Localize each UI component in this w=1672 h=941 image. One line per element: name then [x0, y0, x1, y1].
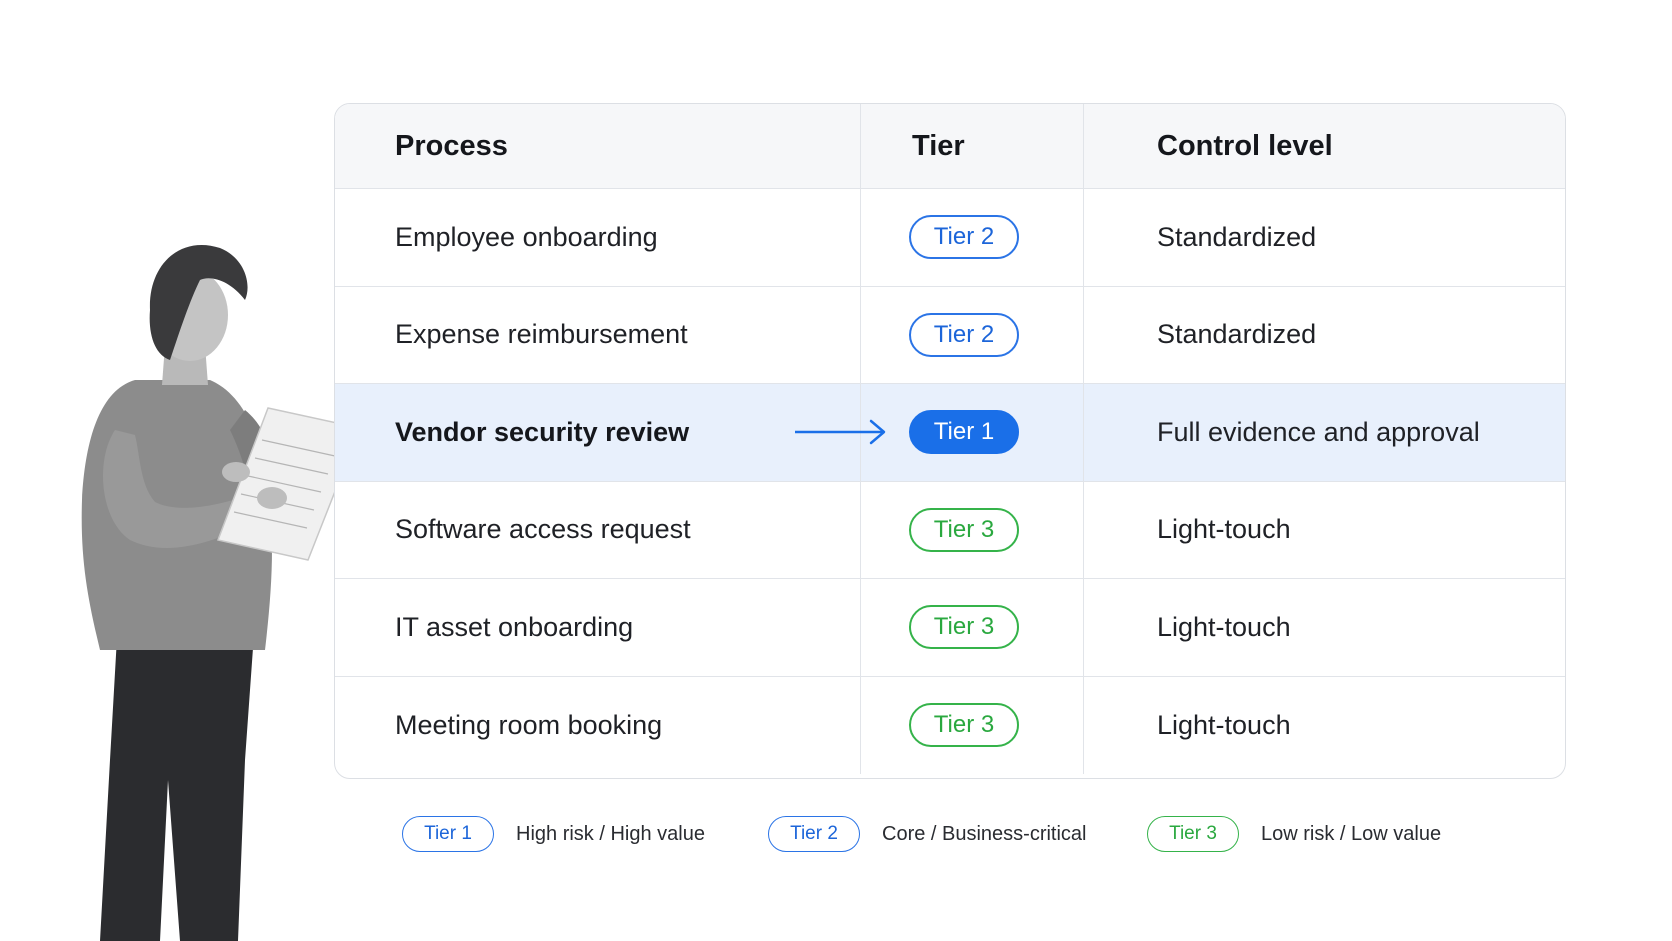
table-row: Software access request Tier 3 Light-tou… — [335, 481, 1565, 579]
table-row: IT asset onboarding Tier 3 Light-touch — [335, 579, 1565, 677]
process-name: Vendor security review — [395, 416, 690, 447]
header-process-cell: Process — [335, 104, 861, 188]
control-cell: Standardized — [1084, 189, 1565, 286]
legend-item-tier-2: Tier 2 Core / Business-critical — [768, 816, 1087, 852]
tier-cell: Tier 3 — [861, 676, 1084, 774]
control-cell: Light-touch — [1084, 579, 1565, 676]
control-cell: Standardized — [1084, 287, 1565, 384]
control-cell: Light-touch — [1084, 482, 1565, 579]
legend-item-tier-3: Tier 3 Low risk / Low value — [1147, 816, 1441, 852]
process-cell: IT asset onboarding — [335, 579, 861, 676]
tier-badge: Tier 1 — [909, 410, 1019, 455]
tier-badge: Tier 3 — [909, 703, 1019, 748]
tier-cell: Tier 2 — [861, 286, 1084, 383]
table-row: Expense reimbursement Tier 2 Standardize… — [335, 286, 1565, 384]
process-cell: Expense reimbursement — [335, 286, 861, 383]
process-tier-table: Process Tier Control level Employee onbo… — [334, 103, 1566, 779]
control-level: Light-touch — [1157, 611, 1291, 642]
process-name: Expense reimbursement — [395, 319, 688, 350]
control-level: Standardized — [1157, 319, 1317, 350]
legend-item-tier-1: Tier 1 High risk / High value — [402, 816, 705, 852]
tier-legend: Tier 1 High risk / High value Tier 2 Cor… — [0, 816, 1672, 856]
process-cell: Meeting room booking — [335, 676, 861, 774]
process-cell: Software access request — [335, 481, 861, 578]
tier-badge: Tier 2 — [909, 215, 1019, 260]
tier-cell: Tier 2 — [861, 189, 1084, 286]
header-control-level: Control level — [1157, 129, 1333, 162]
arrow-right-icon — [795, 420, 886, 445]
control-level: Light-touch — [1157, 709, 1291, 740]
table-row: Meeting room booking Tier 3 Light-touch — [335, 676, 1565, 775]
tier-badge: Tier 2 — [909, 312, 1019, 357]
process-name: Software access request — [395, 514, 691, 545]
tier-cell: Tier 3 — [861, 579, 1084, 676]
control-level: Standardized — [1157, 221, 1317, 252]
legend-badge: Tier 3 — [1147, 816, 1239, 852]
process-name: Employee onboarding — [395, 221, 658, 252]
header-tier-cell: Tier — [861, 104, 1084, 188]
legend-description: High risk / High value — [516, 822, 705, 845]
woman-with-clipboard-illustration — [81, 244, 362, 941]
header-control-cell: Control level — [1084, 104, 1565, 188]
tier-badge: Tier 3 — [909, 507, 1019, 552]
table-row: Employee onboarding Tier 2 Standardized — [335, 189, 1565, 287]
table-header-row: Process Tier Control level — [335, 104, 1565, 189]
process-name: Meeting room booking — [395, 709, 663, 740]
tier-cell: Tier 1 — [795, 384, 1084, 481]
tier-badge: Tier 3 — [909, 605, 1019, 650]
process-cell: Vendor security review — [335, 384, 861, 481]
legend-description: Core / Business-critical — [882, 822, 1087, 845]
legend-description: Low risk / Low value — [1261, 822, 1442, 845]
control-cell: Light-touch — [1084, 677, 1565, 775]
legend-badge: Tier 2 — [768, 816, 860, 852]
process-name: IT asset onboarding — [395, 611, 634, 642]
header-process: Process — [395, 129, 508, 162]
control-cell: Full evidence and approval — [1084, 384, 1565, 481]
control-level: Full evidence and approval — [1157, 416, 1480, 447]
control-level: Light-touch — [1157, 514, 1291, 545]
tier-cell: Tier 3 — [861, 481, 1084, 578]
process-cell: Employee onboarding — [335, 189, 861, 286]
header-tier: Tier — [912, 129, 965, 162]
legend-badge: Tier 1 — [402, 816, 494, 852]
table-row-highlighted: Vendor security review Tier 1 Full evide… — [335, 384, 1565, 482]
